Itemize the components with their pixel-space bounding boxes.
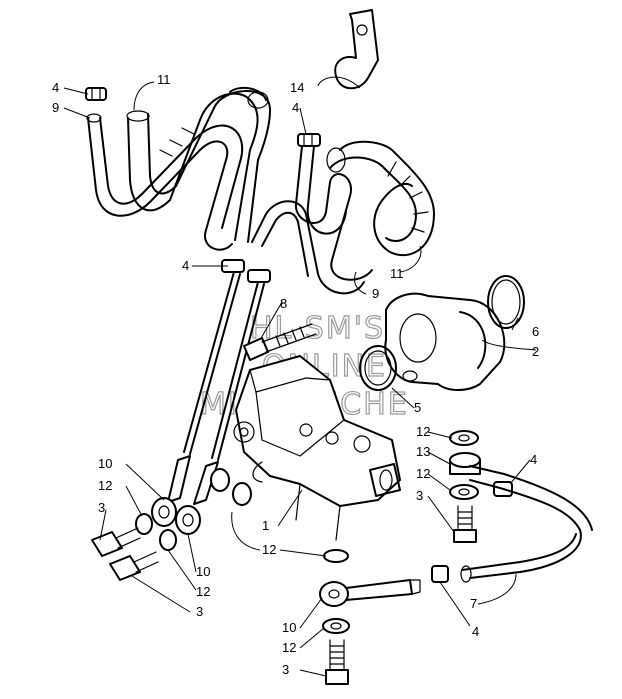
callout-4-top-mid: 4 xyxy=(292,100,299,115)
part-8-bolt xyxy=(243,323,317,361)
part-6-o-ring xyxy=(487,275,525,329)
oil-feed-lines xyxy=(183,271,265,461)
callout-12-right-a: 12 xyxy=(416,424,430,439)
part-1-oil-pump xyxy=(233,355,401,541)
callout-10-left: 10 xyxy=(98,456,112,471)
callout-13: 13 xyxy=(416,444,430,459)
callout-3-bottom: 3 xyxy=(282,662,289,677)
callout-9-bottom: 9 xyxy=(372,286,379,301)
callout-10-center: 10 xyxy=(196,564,210,579)
part-3-bolt-bottom xyxy=(325,639,349,685)
callout-3-right: 3 xyxy=(416,488,423,503)
part-7-hose xyxy=(460,465,593,583)
callout-11-bottom: 11 xyxy=(390,266,404,281)
part-3-bolts-left xyxy=(91,527,159,581)
callout-10-bottom: 10 xyxy=(282,620,296,635)
callout-12-left: 12 xyxy=(98,478,112,493)
callout-12-right-b: 12 xyxy=(416,466,430,481)
part-13-spacer xyxy=(449,452,481,475)
part-10-banjo-fitting-left xyxy=(151,455,191,527)
callout-4-left-mid: 4 xyxy=(182,258,189,273)
part-12-washer-right-b xyxy=(449,484,479,500)
part-9-hose-top-left xyxy=(86,113,244,251)
part-12-washer-bottom xyxy=(322,618,350,634)
leader-lines xyxy=(63,76,537,677)
part-11-hose-top-left xyxy=(126,86,271,243)
part-2-flange xyxy=(384,292,506,391)
callout-2: 2 xyxy=(532,344,539,359)
callout-3-lower: 3 xyxy=(196,604,203,619)
callout-6: 6 xyxy=(532,324,539,339)
part-4-clamp-left-mid xyxy=(221,259,271,283)
callout-4-bottom: 4 xyxy=(472,624,479,639)
part-3-bolt-right xyxy=(453,505,477,543)
callout-4-top-left: 4 xyxy=(52,80,59,95)
part-5-gasket xyxy=(359,345,397,391)
callout-4-right: 4 xyxy=(530,452,537,467)
callout-12-center: 12 xyxy=(262,542,276,557)
callout-11-top: 11 xyxy=(157,72,171,87)
part-12-washers-left xyxy=(135,468,252,551)
callout-7: 7 xyxy=(470,596,477,611)
callout-12-lower: 12 xyxy=(196,584,210,599)
callout-14: 14 xyxy=(290,80,304,95)
part-12-washer-right-a xyxy=(449,430,479,446)
part-12-washer-center xyxy=(323,549,349,563)
watermark-line-1: HL SM'S xyxy=(250,311,385,346)
callout-5: 5 xyxy=(414,400,421,415)
part-10-banjo-fitting-center xyxy=(175,461,219,535)
callout-1: 1 xyxy=(262,518,269,533)
part-14-bracket xyxy=(334,9,379,90)
callout-9-top: 9 xyxy=(52,100,59,115)
part-4-clamp-top-mid xyxy=(297,133,321,147)
callout-8: 8 xyxy=(280,296,287,311)
part-11-hose-top-right xyxy=(326,140,435,257)
callout-numbers: 14 4 11 9 4 11 9 6 2 4 8 5 12 13 12 4 3 … xyxy=(52,72,539,677)
callout-12-bottom: 12 xyxy=(282,640,296,655)
callout-3-left: 3 xyxy=(98,500,105,515)
part-4-clamp-top-left xyxy=(85,87,107,101)
part-10-banjo-fitting-bottom xyxy=(319,579,421,607)
part-4-clamp-bottom xyxy=(431,565,449,583)
part-9-hose-top-right xyxy=(251,145,373,295)
